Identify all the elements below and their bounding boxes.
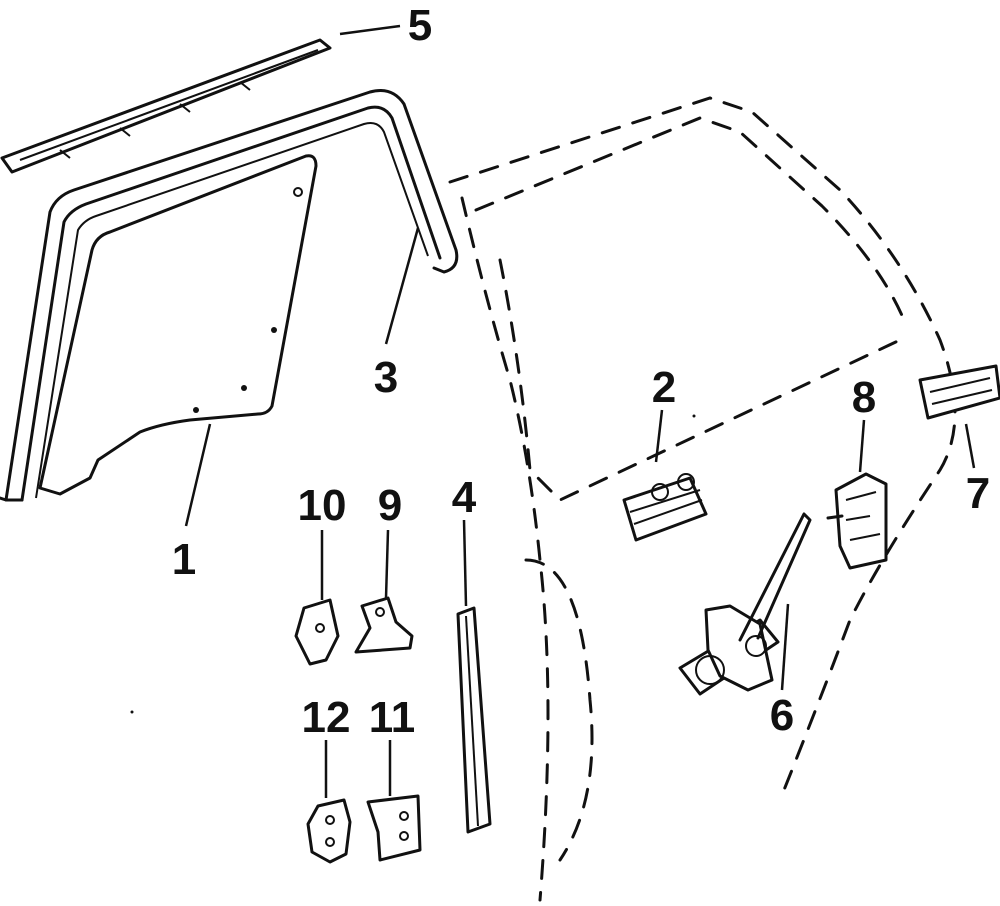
- part-hinge-11: [366, 794, 422, 862]
- part-rear-run-channel: [456, 606, 492, 834]
- callout-6: 6: [770, 691, 794, 740]
- callout-2: 2: [652, 363, 676, 412]
- callout-12: 12: [302, 693, 351, 742]
- part-weatherstrip: [0, 38, 332, 174]
- part-door-lock: [826, 472, 888, 570]
- part-door-glass: [38, 154, 318, 496]
- callout-9: 9: [378, 481, 402, 530]
- leader-lines: [184, 24, 976, 798]
- part-hinge-12: [306, 798, 352, 864]
- part-hinge-10: [294, 598, 340, 666]
- part-outside-handle: [918, 364, 1000, 420]
- part-window-regulator: [678, 512, 812, 696]
- callout-1: 1: [172, 535, 196, 584]
- callout-5: 5: [408, 1, 432, 50]
- part-hinge-9: [354, 596, 414, 654]
- callout-11: 11: [369, 693, 416, 742]
- part-glass-run-channel: [0, 89, 459, 502]
- callout-4: 4: [452, 473, 477, 522]
- callout-10: 10: [298, 481, 347, 530]
- callout-3: 3: [374, 353, 398, 402]
- callout-8: 8: [852, 373, 876, 422]
- door-outline: [448, 96, 957, 902]
- callout-7: 7: [966, 469, 990, 518]
- part-door-handle: [622, 473, 708, 542]
